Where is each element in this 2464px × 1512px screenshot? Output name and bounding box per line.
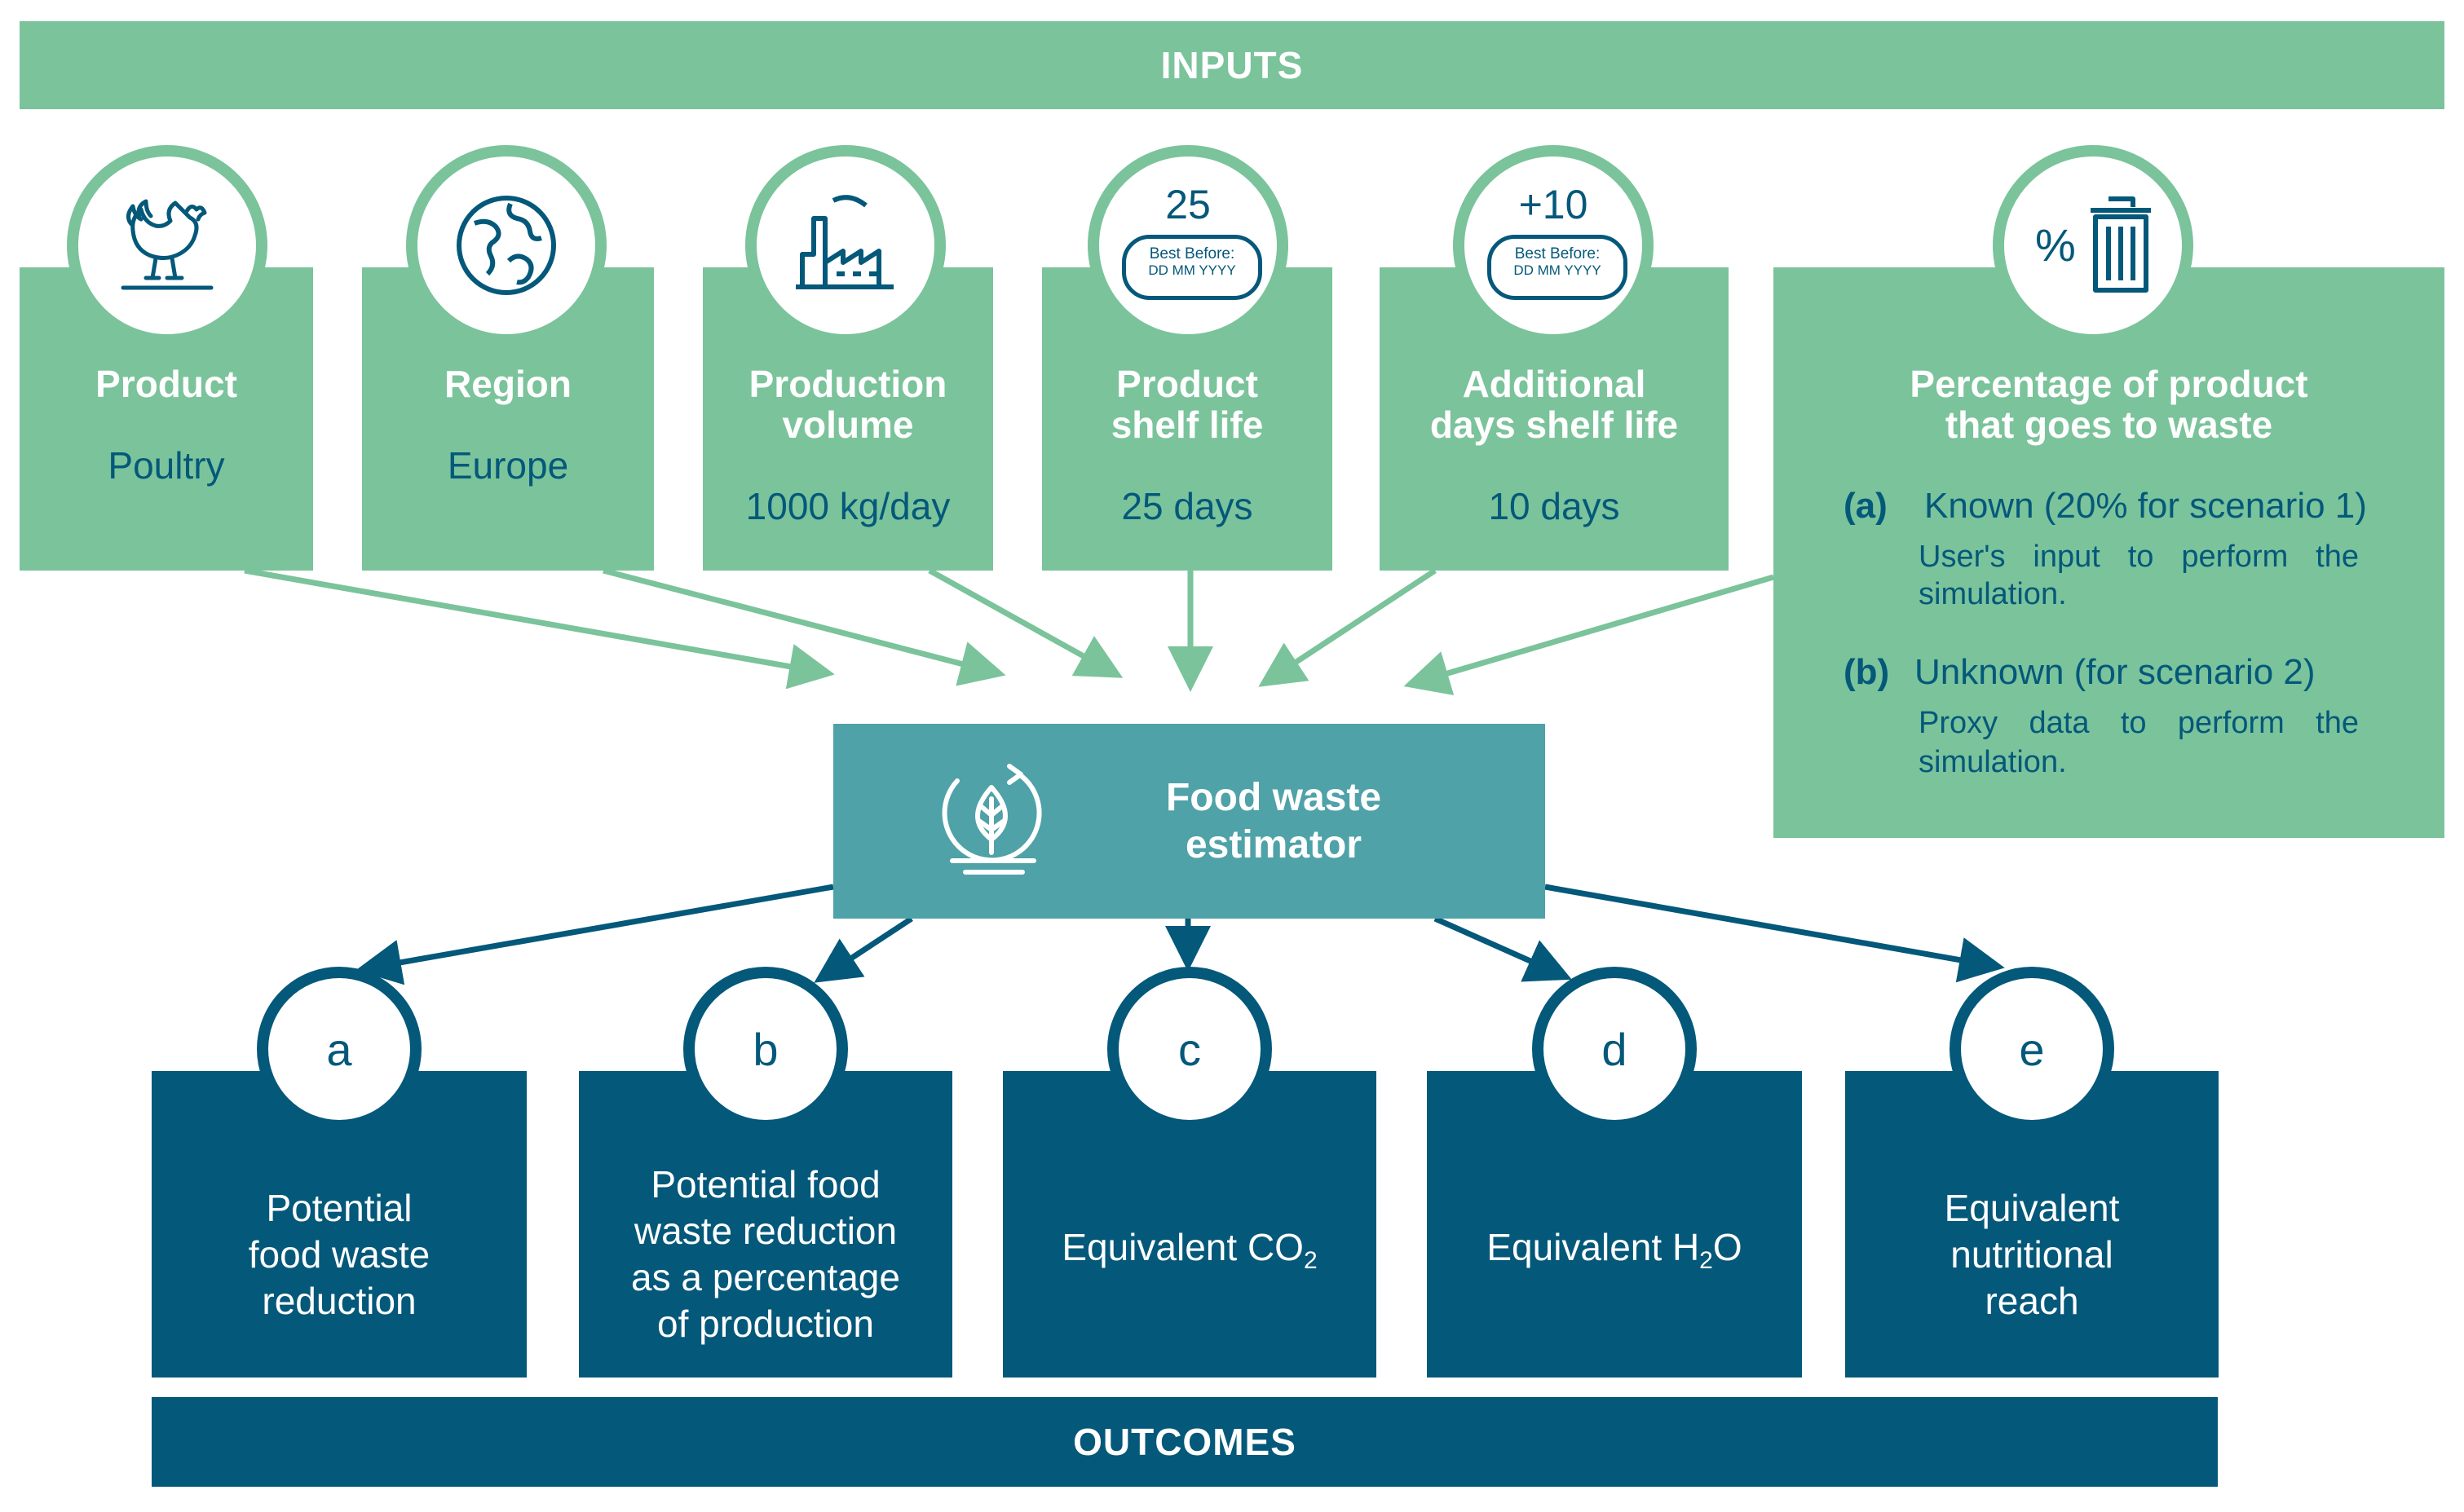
estimator-line-1: Food waste: [1165, 776, 1382, 819]
outcome-subscript: 2: [1303, 1247, 1318, 1275]
outcome-prefix: Equivalent CO: [1062, 1226, 1304, 1269]
outcome-letter: a: [326, 1023, 352, 1075]
outcome-line: Equivalent H2O: [1486, 1224, 1742, 1284]
outcome-line: of production: [657, 1303, 874, 1345]
outcome-letter-circle-b: b: [683, 967, 848, 1131]
percentage-icon-circle: %: [1993, 145, 2193, 346]
input-card-percentage-waste: Percentage of product that goes to waste…: [1773, 267, 2444, 838]
outcome-suffix: O: [1712, 1226, 1742, 1269]
option-a-note-1: User's input to perform the: [1919, 540, 2359, 574]
arrow-out-e: [1544, 884, 2005, 983]
outcome-letter-circle-e: e: [1950, 967, 2114, 1131]
region-icon-circle: [406, 145, 607, 346]
outcome-line: reach: [1985, 1279, 2079, 1322]
additional-badge-number: +10: [1518, 182, 1588, 227]
input-card-volume: Production volume 1000 kg/day: [703, 267, 993, 571]
outcome-line: Potential food: [651, 1163, 881, 1206]
option-a-note-2: simulation.: [1919, 577, 2067, 611]
outcome-line: Equivalent: [1944, 1186, 2120, 1229]
region-title: Region: [444, 363, 572, 405]
outcome-subscript: 2: [1699, 1247, 1713, 1275]
arrow-out-d: [1433, 915, 1572, 982]
best-before-badge-icon: Best Before: DD MM YYYY: [1122, 235, 1262, 300]
option-b-note-2: simulation.: [1919, 745, 2067, 779]
outcome-letter: c: [1178, 1023, 1201, 1075]
outcomes-banner: OUTCOMES: [152, 1397, 2218, 1487]
best-before-badge-icon: Best Before: DD MM YYYY: [1487, 235, 1627, 300]
additional-icon-circle: +10 Best Before: DD MM YYYY: [1453, 145, 1654, 346]
outcome-letter: e: [2019, 1023, 2045, 1075]
outcome-line: as a percentage: [631, 1256, 900, 1298]
additional-value: 10 days: [1488, 485, 1620, 527]
option-b-label: (b): [1844, 652, 1890, 692]
option-b-text: Unknown (for scenario 2): [1914, 652, 2316, 692]
percentage-title-2: that goes to waste: [1945, 403, 2273, 446]
option-a-text: Known (20% for scenario 1): [1924, 486, 2367, 526]
additional-title-2: days shelf life: [1429, 403, 1679, 446]
trash-bin-icon: [2091, 196, 2151, 293]
outcome-letter: d: [1601, 1023, 1627, 1075]
shelf-badge-number: 25: [1165, 182, 1211, 227]
outcome-line: food waste: [248, 1232, 431, 1276]
outcome-line: reduction: [262, 1279, 417, 1322]
outcome-letter-circle-c: c: [1107, 967, 1272, 1131]
volume-title-1: Production: [748, 363, 947, 405]
arrow-region: [603, 567, 1006, 686]
inputs-banner-label: INPUTS: [1160, 44, 1304, 86]
shelf-value: 25 days: [1121, 485, 1253, 527]
food-waste-estimator-box: Food waste estimator: [833, 724, 1545, 919]
volume-icon-circle: [745, 145, 946, 346]
shelf-title-1: Product: [1116, 363, 1258, 405]
option-b-note-1: Proxy data to perform the: [1919, 706, 2359, 740]
region-value: Europe: [447, 444, 569, 487]
outcome-prefix: Equivalent H: [1486, 1226, 1700, 1269]
outcome-line: nutritional: [1950, 1232, 2113, 1276]
arrow-out-b: [814, 916, 913, 983]
factory-icon: [796, 195, 894, 289]
outcome-letter-circle-d: d: [1532, 967, 1697, 1131]
outcome-line: Potential: [266, 1186, 413, 1229]
arrow-product: [244, 567, 835, 690]
outcome-letter-circle-a: a: [257, 967, 422, 1131]
arrow-additional: [1258, 568, 1437, 687]
leaf-cycle-icon: [942, 764, 1042, 875]
outcome-line: Equivalent CO2: [1062, 1224, 1317, 1284]
percentage-title-1: Percentage of product: [1910, 363, 2308, 405]
arrow-out-a: [355, 884, 834, 985]
product-value: Poultry: [108, 444, 225, 487]
outcome-text-c: Equivalent CO2: [1003, 1144, 1376, 1364]
percent-symbol: %: [2035, 219, 2076, 271]
globe-icon: [457, 196, 556, 295]
chicken-icon: [121, 199, 214, 290]
product-icon-circle: [67, 145, 267, 346]
arrow-percentage: [1403, 574, 1774, 695]
estimator-line-2: estimator: [1185, 823, 1362, 866]
arrow-volume: [928, 567, 1124, 678]
shelf-title-2: shelf life: [1111, 403, 1264, 446]
outcome-text-d: Equivalent H2O: [1427, 1144, 1802, 1364]
volume-value: 1000 kg/day: [745, 485, 951, 527]
product-title: Product: [95, 363, 237, 405]
option-a-label: (a): [1844, 486, 1888, 526]
outcomes-banner-label: OUTCOMES: [1073, 1421, 1296, 1463]
inputs-banner: INPUTS: [20, 21, 2444, 109]
additional-title-1: Additional: [1462, 363, 1646, 405]
shelf-icon-circle: 25 Best Before: DD MM YYYY: [1088, 145, 1288, 346]
outcome-line: waste reduction: [634, 1210, 898, 1252]
outcome-letter: b: [753, 1023, 779, 1075]
volume-title-2: volume: [782, 403, 914, 446]
